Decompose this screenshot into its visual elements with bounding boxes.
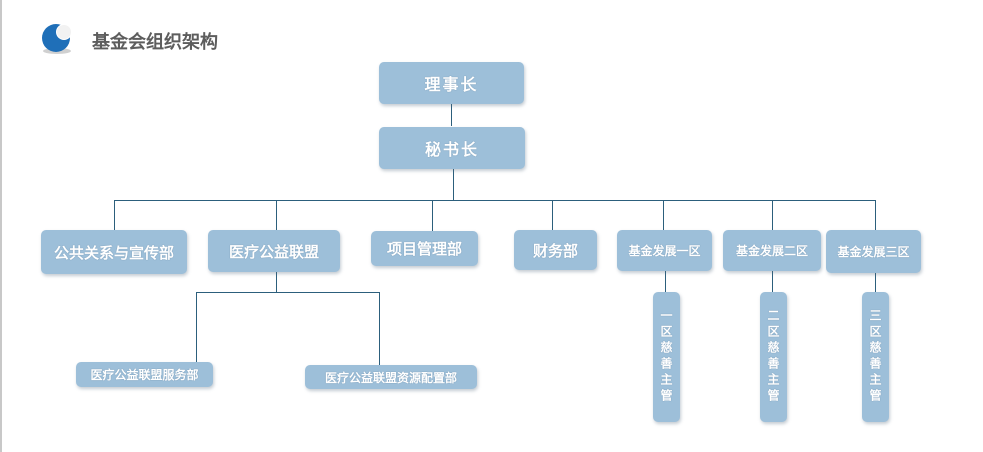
node-zone3-charity-head: 三区慈善主管: [862, 292, 889, 422]
node-alliance-service-dept: 医疗公益联盟服务部: [76, 362, 213, 387]
node-zone2-charity-head: 二区慈善主管: [760, 292, 787, 422]
node-pr-dept: 公共关系与宣传部: [41, 230, 187, 274]
left-border: [0, 0, 2, 452]
node-dev-zone2: 基金发展二区: [723, 230, 821, 271]
node-project-dept: 项目管理部: [371, 231, 478, 266]
page-title: 基金会组织架构: [92, 32, 218, 53]
node-dev-zone3: 基金发展三区: [826, 230, 921, 273]
node-chairman: 理事长: [379, 62, 524, 104]
node-secretary-general: 秘书长: [379, 127, 525, 169]
node-dev-zone1: 基金发展一区: [617, 230, 712, 271]
node-medical-alliance: 医疗公益联盟: [208, 230, 340, 272]
node-alliance-resource-dept: 医疗公益联盟资源配置部: [305, 365, 477, 389]
node-finance-dept: 财务部: [514, 230, 597, 270]
logo-icon: [42, 24, 72, 54]
node-zone1-charity-head: 一区慈善主管: [653, 292, 680, 422]
